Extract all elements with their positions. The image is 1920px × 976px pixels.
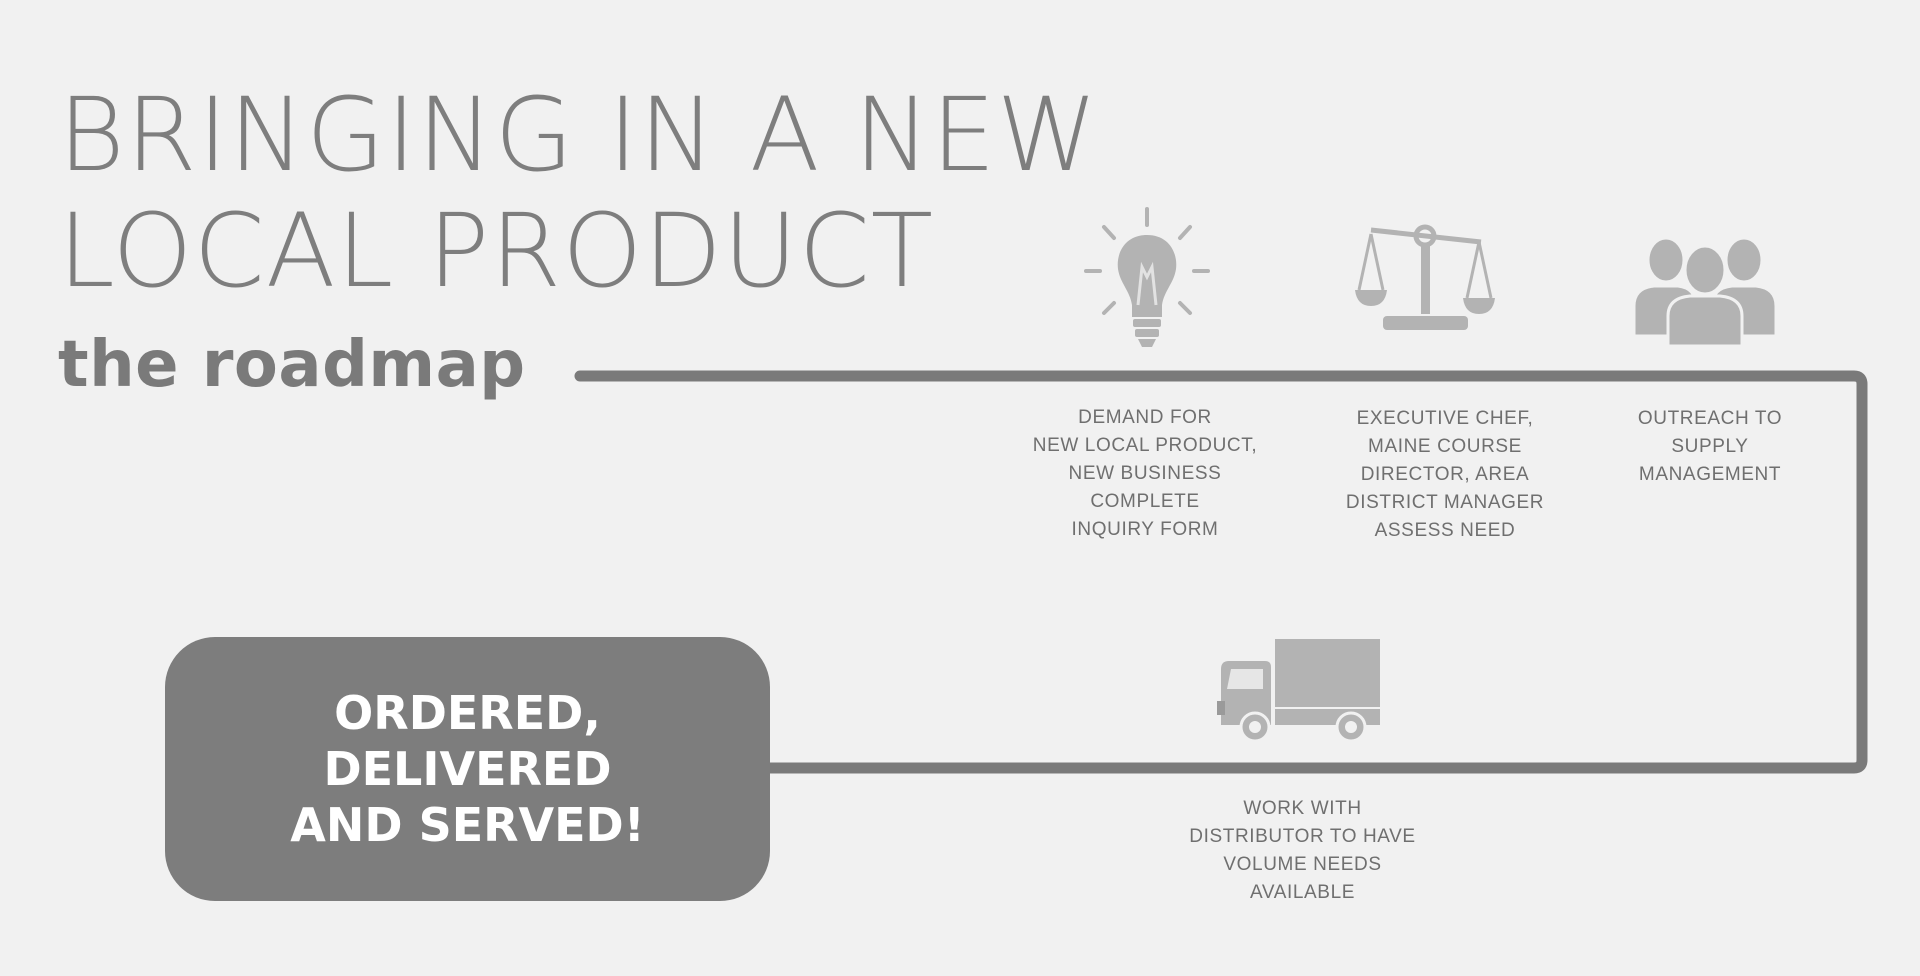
title-line-1: BRINGING IN A NEW	[58, 76, 1099, 195]
title-line-2: LOCAL PRODUCT	[58, 192, 935, 311]
step-label-demand: DEMAND FOR NEW LOCAL PRODUCT, NEW BUSINE…	[1032, 407, 1258, 540]
truck-icon	[1217, 639, 1380, 743]
page-title: BRINGING IN A NEW LOCAL PRODUCT	[58, 78, 1099, 310]
people-icon	[1632, 236, 1778, 347]
final-step-box: ORDERED, DELIVERED AND SERVED!	[165, 637, 770, 901]
page-subtitle: the roadmap	[58, 328, 526, 402]
step-label-distributor: WORK WITH DISTRIBUTOR TO HAVE VOLUME NEE…	[1189, 798, 1416, 903]
scale-icon	[1355, 224, 1495, 330]
step-label-outreach: OUTREACH TO SUPPLY MANAGEMENT	[1637, 408, 1783, 485]
final-step-label: ORDERED, DELIVERED AND SERVED!	[290, 686, 645, 852]
lightbulb-icon	[1084, 207, 1210, 347]
roadmap-line	[574, 370, 1868, 774]
step-label-assess: EXECUTIVE CHEF, MAINE COURSE DIRECTOR, A…	[1345, 408, 1545, 541]
